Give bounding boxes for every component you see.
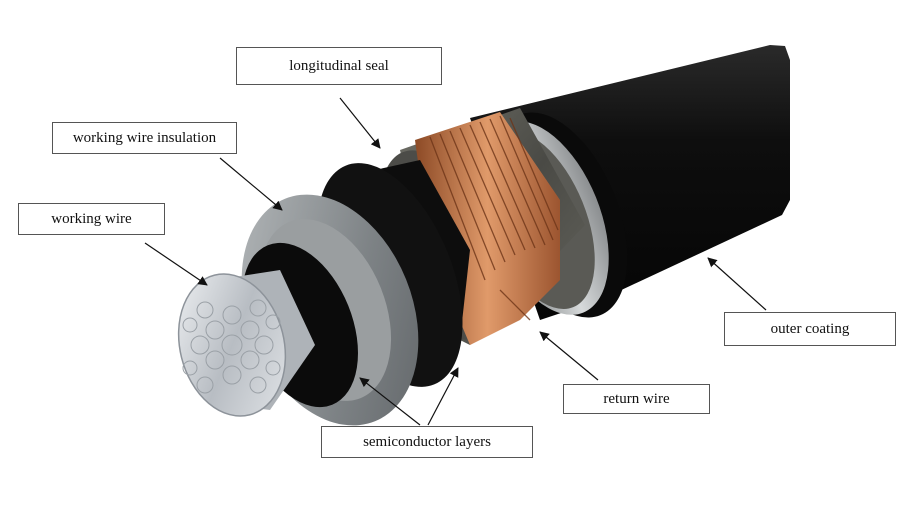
label-semiconductor-layers: semiconductor layers [321,426,533,458]
label-working-wire-insulation: working wire insulation [52,122,237,154]
label-working-wire: working wire [18,203,165,235]
annotation-arrows [144,97,767,426]
arrow-longitudinal-seal [339,97,381,149]
arrow-return-wire [539,331,599,381]
label-longitudinal-seal: longitudinal seal [236,47,442,85]
arrow-outer-coating [707,257,767,311]
conductor-strands [177,270,315,417]
label-return-wire: return wire [563,384,710,414]
label-outer-coating: outer coating [724,312,896,346]
arrow-working-wire [144,242,208,286]
arrow-semiconductor-outer [427,367,459,426]
arrow-working-wire-insulation [219,157,283,211]
arrow-semiconductor-inner [359,377,421,426]
